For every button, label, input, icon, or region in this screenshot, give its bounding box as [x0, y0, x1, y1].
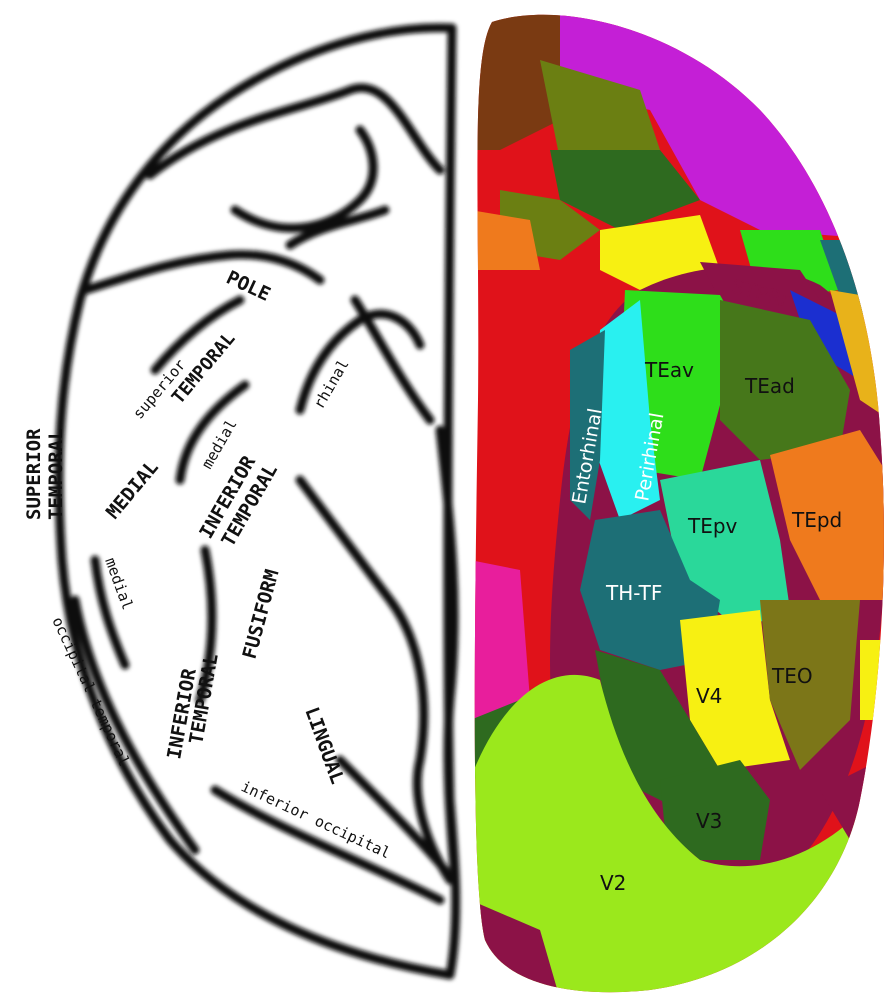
label-superior-temporal-1: SUPERIOR — [23, 428, 45, 520]
label-tepd: TEpd — [791, 508, 842, 532]
label-v2: V2 — [600, 871, 626, 895]
label-tepv: TEpv — [687, 514, 738, 538]
label-lingual: LINGUAL — [300, 704, 348, 787]
inferior-occipital-sulcus — [215, 790, 440, 900]
label-teav: TEav — [644, 358, 694, 382]
label-occipital-temporal: occipital temporal — [48, 614, 133, 769]
sts-sulcus — [85, 255, 320, 290]
label-medial: MEDIAL — [102, 456, 163, 523]
pole-sulcus — [235, 130, 373, 228]
label-v3: V3 — [696, 809, 722, 833]
bottom-sulcus — [340, 760, 445, 870]
label-v4: V4 — [696, 684, 722, 708]
top-sulcus — [150, 88, 440, 175]
label-fusiform: FUSIFORM — [239, 567, 284, 661]
area-pink-edge — [470, 560, 530, 720]
area-yellow-right — [860, 640, 886, 720]
label-thtf: TH-TF — [605, 581, 662, 605]
atlas-surface — [470, 0, 886, 999]
label-teo: TEO — [771, 664, 813, 688]
label-tead: TEad — [744, 374, 795, 398]
label-superior-temporal-2: TEMPORAL — [45, 428, 67, 520]
